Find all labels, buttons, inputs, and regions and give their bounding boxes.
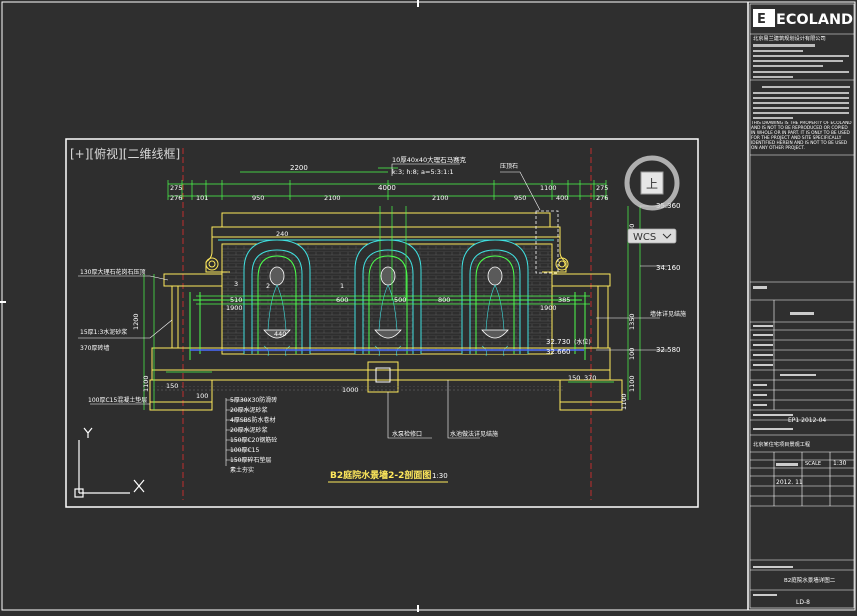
company-contact-block [753, 44, 850, 119]
svg-text:1100: 1100 [620, 393, 628, 410]
svg-text:2: 2 [266, 282, 270, 290]
svg-text:275: 275 [170, 184, 182, 192]
svg-text:100厚C15混凝土垫层: 100厚C15混凝土垫层 [88, 396, 147, 404]
svg-text:素土夯实: 素土夯实 [230, 466, 254, 474]
svg-text:32.660: 32.660 [546, 348, 571, 356]
viewcube-top-face[interactable] [640, 171, 664, 195]
svg-text:400: 400 [556, 194, 568, 202]
svg-text:水池做法详见结施: 水池做法详见结施 [450, 430, 498, 438]
svg-text:ECOLAND: ECOLAND [776, 12, 853, 28]
svg-text:100厚C15: 100厚C15 [230, 447, 259, 454]
svg-text:20厚水泥砂浆: 20厚水泥砂浆 [230, 426, 268, 434]
svg-text:(水位): (水位) [574, 338, 591, 346]
copyright-disclaimer: THIS DRAWING IS THE PROPERTY OF ECOLAND … [751, 121, 852, 151]
annotations: 2200 10厚40x40大理石马赛克 k:3; h:8; a=5:3:1:1 … [80, 155, 686, 474]
svg-text:100: 100 [628, 348, 636, 360]
svg-text:100: 100 [196, 392, 208, 400]
svg-text:1100: 1100 [628, 375, 636, 392]
date-value: 2012. 11 [776, 479, 803, 486]
svg-text:1900: 1900 [226, 304, 243, 312]
svg-text:370厚砖墙: 370厚砖墙 [80, 344, 109, 352]
drawing-title: B2庭院水景墙2-2剖面图 [330, 469, 431, 481]
svg-text:32.580: 32.580 [656, 346, 681, 354]
svg-text:1900: 1900 [540, 304, 557, 312]
svg-text:2200: 2200 [290, 164, 308, 172]
water-wall-elevation [149, 210, 623, 411]
svg-text:SCALE: SCALE [805, 461, 821, 467]
svg-text:2100: 2100 [432, 194, 449, 202]
svg-text:压顶石: 压顶石 [500, 163, 518, 170]
scale-value: 1:30 [833, 460, 847, 467]
svg-text:500: 500 [394, 296, 406, 304]
svg-text:385: 385 [558, 296, 570, 304]
svg-text:水泵检修口: 水泵检修口 [392, 430, 422, 438]
svg-text:32.730: 32.730 [546, 338, 571, 346]
svg-text:800: 800 [438, 296, 450, 304]
viewport-controls-label[interactable]: [+][俯视][二维线框] [70, 146, 180, 161]
svg-text:1100: 1100 [540, 184, 557, 192]
wcs-menu[interactable] [627, 228, 677, 244]
svg-text:370: 370 [584, 374, 596, 382]
svg-text:5厚30X30防滑砖: 5厚30X30防滑砖 [230, 396, 277, 404]
chevron-down-icon [662, 233, 672, 239]
svg-text:150: 150 [166, 382, 178, 390]
ucs-icon[interactable] [74, 427, 145, 498]
svg-text:240: 240 [276, 230, 288, 238]
viewcube-face-label: 上 [646, 177, 658, 191]
svg-text:墙体详见结施: 墙体详见结施 [650, 310, 686, 318]
svg-text:k:3; h:8; a=5:3:1:1: k:3; h:8; a=5:3:1:1 [392, 168, 454, 176]
svg-text:1000: 1000 [342, 386, 359, 394]
svg-text:3: 3 [234, 280, 238, 288]
svg-text:1: 1 [340, 282, 344, 290]
svg-text:4000: 4000 [378, 184, 396, 192]
ecoland-logo: E ECOLAND [753, 9, 853, 28]
svg-text:150厚C20钢筋砼: 150厚C20钢筋砼 [230, 436, 277, 444]
svg-text:34.160: 34.160 [656, 264, 681, 272]
svg-text:1200: 1200 [132, 313, 140, 330]
svg-text:1100: 1100 [142, 375, 150, 392]
svg-text:E: E [757, 12, 766, 27]
svg-text:101: 101 [196, 194, 208, 202]
svg-text:2100: 2100 [324, 194, 341, 202]
title-block [749, 3, 855, 609]
svg-text:WCS: WCS [633, 232, 656, 243]
svg-text:4厚SBS防水卷材: 4厚SBS防水卷材 [230, 416, 275, 424]
leader-lines [78, 163, 668, 466]
svg-text:150厚碎石垫层: 150厚碎石垫层 [230, 456, 271, 464]
drawing-number: EP1 2012-04 [788, 417, 826, 424]
sheet-number: LD-8 [796, 599, 810, 606]
svg-text:600: 600 [336, 296, 348, 304]
viewcube[interactable]: 上 WCS [624, 155, 680, 244]
svg-text:130厚大理石花岗石压顶: 130厚大理石花岗石压顶 [80, 268, 145, 276]
svg-text:950: 950 [514, 194, 526, 202]
svg-text:275: 275 [596, 184, 608, 192]
svg-text:510: 510 [230, 296, 242, 304]
svg-text:276: 276 [596, 194, 608, 202]
svg-text:20厚水泥砂浆: 20厚水泥砂浆 [230, 406, 268, 414]
svg-text:276: 276 [170, 194, 182, 202]
svg-text:150: 150 [568, 374, 580, 382]
centerlines [182, 148, 592, 500]
svg-text:1350: 1350 [628, 313, 636, 330]
svg-text:10厚40x40大理石马赛克: 10厚40x40大理石马赛克 [392, 155, 467, 164]
svg-text:950: 950 [252, 194, 264, 202]
project-name: 北京某住宅项目景观工程 [753, 440, 810, 448]
sheet-title: B2庭院水景墙详图二 [784, 576, 836, 584]
svg-text:35.360: 35.360 [656, 202, 681, 210]
svg-text:15厚1:3水泥砂浆: 15厚1:3水泥砂浆 [80, 328, 127, 336]
drawing-scale: 1:30 [432, 472, 448, 480]
company-name: 北京易兰建筑规划设计有限公司 [753, 34, 826, 42]
svg-text:440: 440 [274, 330, 286, 338]
title-block-fields [753, 286, 816, 596]
